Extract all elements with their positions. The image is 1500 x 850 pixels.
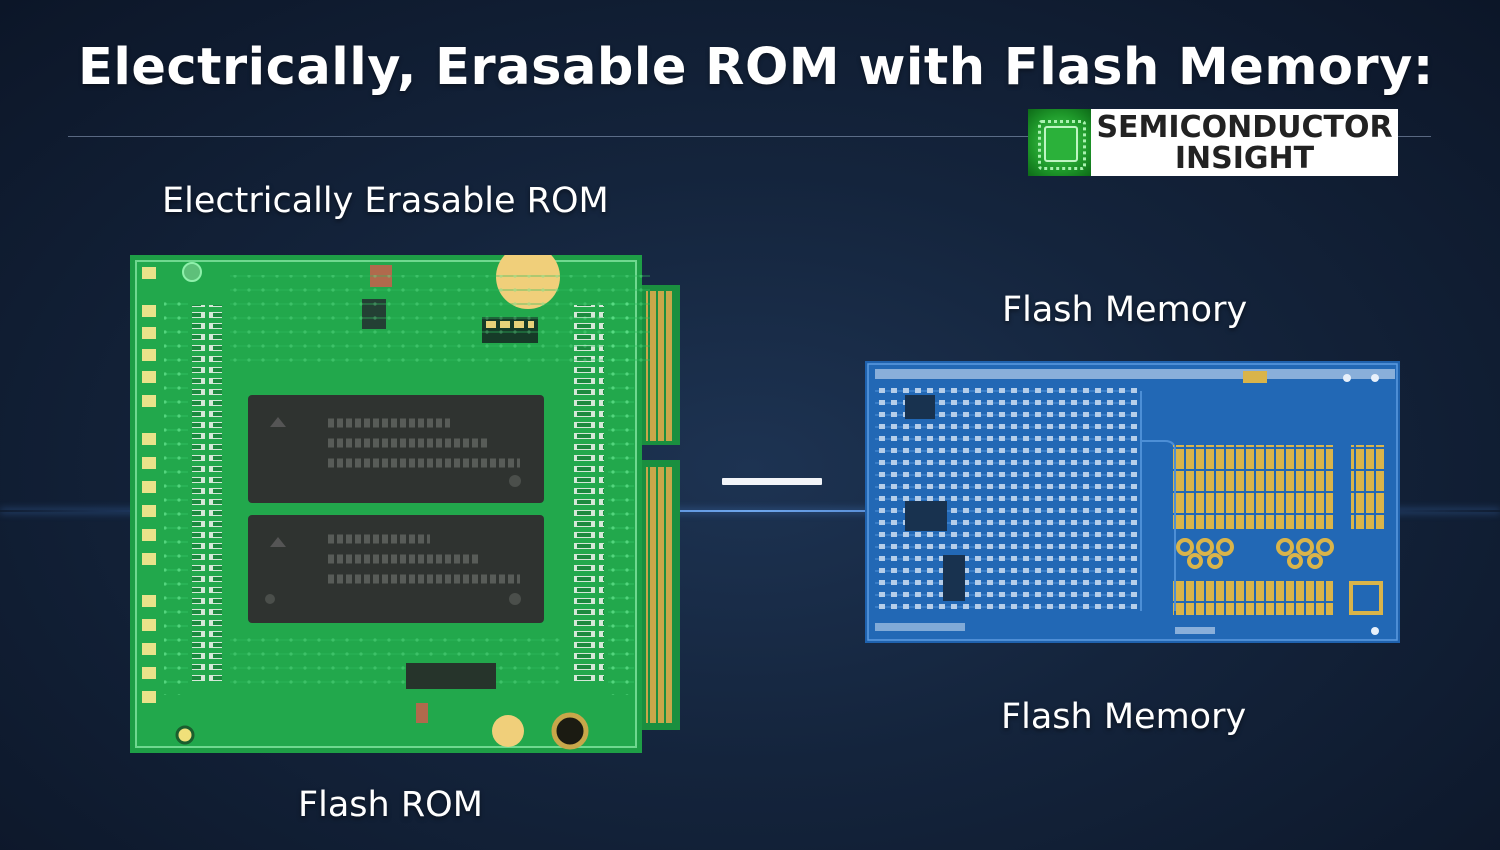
horizontal-glow-line (0, 510, 1500, 512)
label-flash-memory-top: Flash Memory (1002, 290, 1248, 330)
page-title: Electrically, Erasable ROM with Flash Me… (78, 38, 1434, 97)
label-flash-memory-bottom: Flash Memory (1001, 697, 1247, 737)
label-flash-rom: Flash ROM (298, 785, 483, 825)
title-divider (68, 136, 1431, 137)
green-circuit-board-image (130, 255, 680, 753)
label-eeprom: Electrically Erasable ROM (162, 181, 609, 221)
logo-line-2: INSIGHT (1174, 140, 1315, 176)
blue-circuit-board-image (865, 361, 1400, 643)
connector-dash (722, 478, 822, 485)
logo-line-1: SEMICONDUCTOR (1096, 109, 1393, 145)
brand-logo: SEMICONDUCTOR INSIGHT (1028, 109, 1398, 176)
chip-icon (1028, 109, 1091, 176)
logo-text: SEMICONDUCTOR INSIGHT (1091, 112, 1398, 174)
